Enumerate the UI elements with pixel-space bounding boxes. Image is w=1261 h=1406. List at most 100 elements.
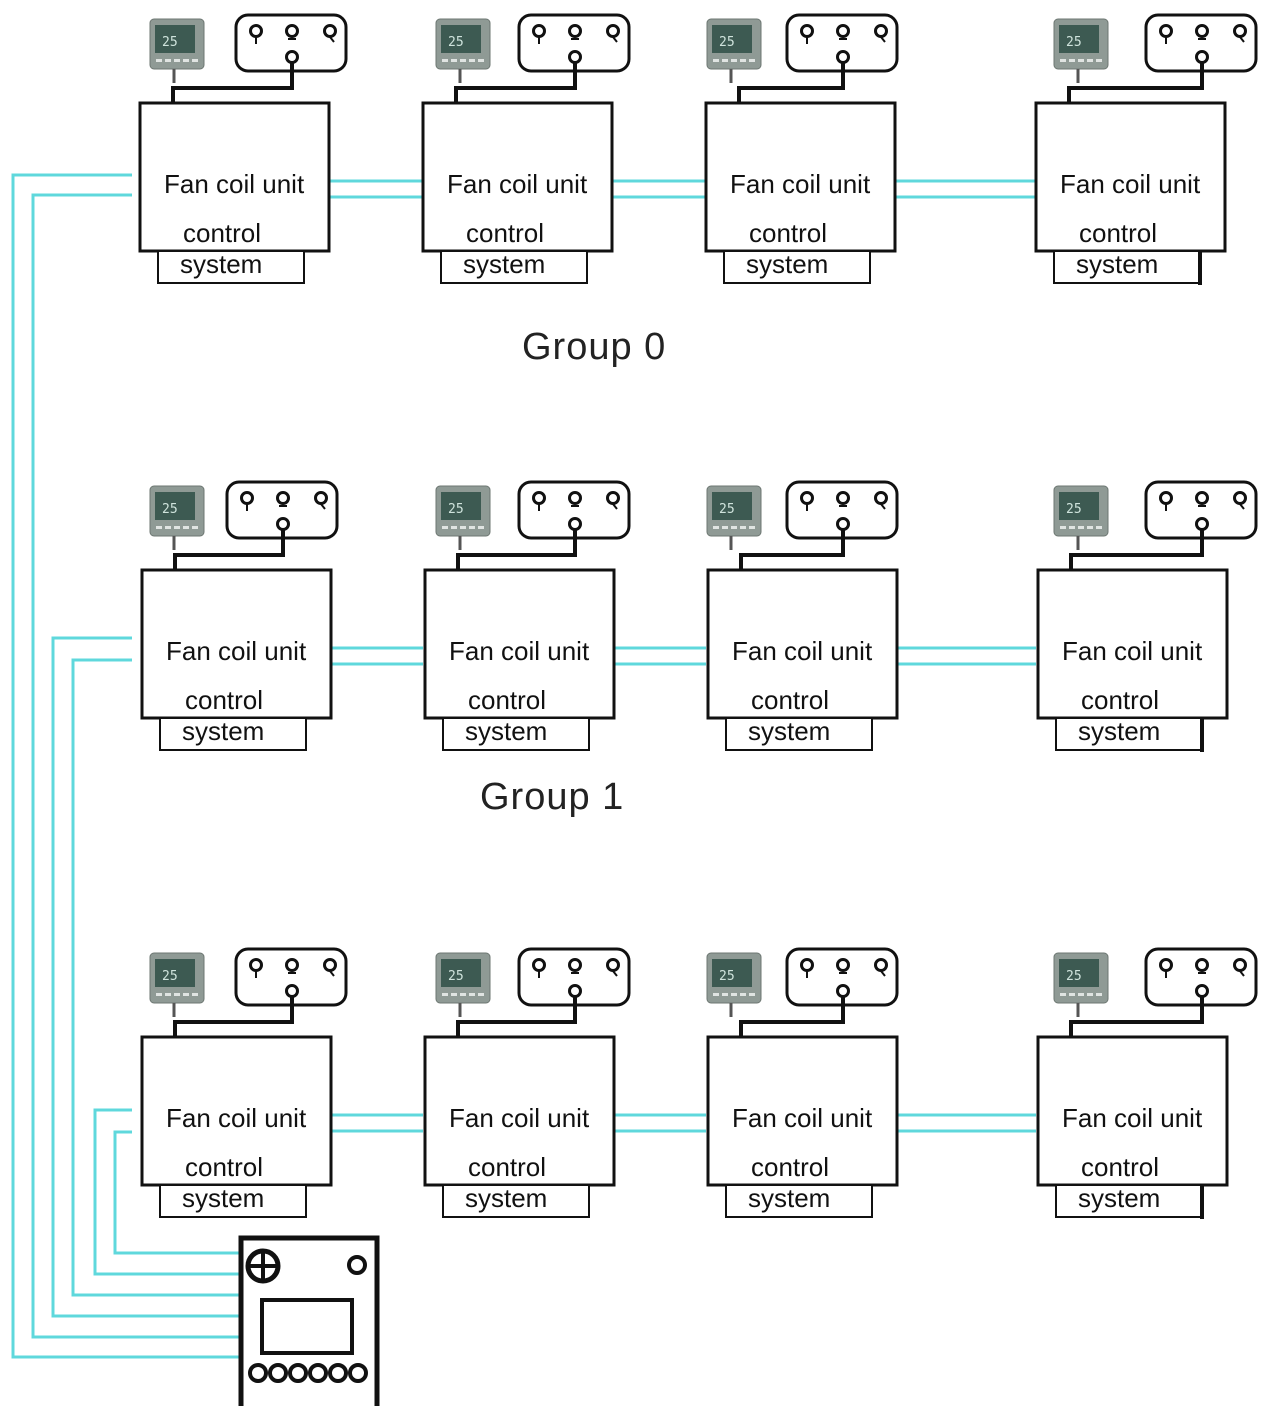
bus-wiring xyxy=(11,173,1036,1359)
unit-label-line3: system xyxy=(182,716,264,746)
thermostat-button xyxy=(1078,59,1084,62)
thermostat-button xyxy=(442,526,448,529)
valve-port xyxy=(606,491,620,505)
valve-stem xyxy=(612,970,618,977)
master-display xyxy=(260,1298,354,1355)
valve-port xyxy=(874,958,888,972)
home-run-wire xyxy=(113,1130,242,1255)
fan-coil-base xyxy=(440,250,588,284)
master-terminal xyxy=(308,1363,328,1383)
unit-label-line2: control xyxy=(468,685,546,715)
fan-coil-box xyxy=(1036,1035,1229,1187)
thermostat-reading: 25 xyxy=(162,35,178,50)
thermostat-reading: 25 xyxy=(1066,969,1082,984)
valve-port xyxy=(874,24,888,38)
fan-coil-box xyxy=(706,568,899,720)
thermostat-icon: 25 xyxy=(706,485,762,537)
device-wire xyxy=(456,997,577,1037)
valve-port xyxy=(240,491,254,505)
unit-label-line3: system xyxy=(463,249,545,279)
unit-label-line1: Fan coil unit xyxy=(1062,636,1203,666)
valve-port xyxy=(1233,491,1247,505)
valve-panel-icon xyxy=(785,947,899,1007)
valve-port xyxy=(836,958,850,972)
thermostat-button xyxy=(469,59,475,62)
thermostat-icon: 25 xyxy=(435,485,491,537)
thermostat-button xyxy=(442,993,448,996)
valve-port xyxy=(568,958,582,972)
unit-label-line1: Fan coil unit xyxy=(1062,1103,1203,1133)
thermostat-button xyxy=(165,59,171,62)
fan-coil-box xyxy=(1034,101,1227,253)
valve-port xyxy=(1195,984,1209,998)
valve-stem xyxy=(880,970,886,977)
thermostat-button xyxy=(469,993,475,996)
unit-label-line2: control xyxy=(468,1152,546,1182)
valve-port xyxy=(568,517,582,531)
fan-coil-box xyxy=(706,1035,899,1187)
valve-stem xyxy=(329,36,335,43)
thermostat-button xyxy=(722,993,728,996)
valve-port xyxy=(568,50,582,64)
thermostat-button xyxy=(451,59,457,62)
valve-panel-icon xyxy=(517,13,631,73)
thermostat-reading: 25 xyxy=(162,969,178,984)
home-run-wire xyxy=(31,193,242,1339)
thermostat-button xyxy=(731,59,737,62)
thermostat-button xyxy=(174,526,180,529)
thermostat-icon: 25 xyxy=(1053,952,1109,1004)
thermostat-reading: 25 xyxy=(162,502,178,517)
valve-port xyxy=(1233,24,1247,38)
thermostat-button xyxy=(192,59,198,62)
thermostat-button xyxy=(165,526,171,529)
thermostat-button xyxy=(1087,526,1093,529)
thermostat-screen xyxy=(712,25,752,53)
valve-port xyxy=(836,491,850,505)
valve-stem xyxy=(329,970,335,977)
valve-port xyxy=(1233,958,1247,972)
valve-port xyxy=(800,491,814,505)
thermostat-button xyxy=(740,526,746,529)
unit-label-line2: control xyxy=(749,218,827,248)
thermostat-button xyxy=(183,526,189,529)
unit-label-line2: control xyxy=(751,1152,829,1182)
thermostat-button xyxy=(460,526,466,529)
master-terminal xyxy=(328,1363,348,1383)
thermostat-button xyxy=(478,59,484,62)
unit-label-line1: Fan coil unit xyxy=(449,1103,590,1133)
thermostat-button xyxy=(740,59,746,62)
thermostat-button xyxy=(183,993,189,996)
unit-label-line3: system xyxy=(748,716,830,746)
unit-label-line3: system xyxy=(465,1183,547,1213)
unit-label-line2: control xyxy=(185,685,263,715)
valve-panel-icon xyxy=(785,480,899,540)
valve-panel-icon xyxy=(234,13,348,73)
valve-port xyxy=(1195,491,1209,505)
fan-coil-base xyxy=(725,1184,873,1218)
device-wire xyxy=(1069,997,1204,1037)
valve-port xyxy=(276,517,290,531)
device-wire xyxy=(173,530,285,570)
unit-label-line1: Fan coil unit xyxy=(732,1103,873,1133)
thermostat-button xyxy=(1096,59,1102,62)
fan-coil-base xyxy=(725,717,873,751)
valve-port xyxy=(323,24,337,38)
unit-label-line1: Fan coil unit xyxy=(166,1103,307,1133)
thermostat-button xyxy=(156,526,162,529)
valve-port xyxy=(836,984,850,998)
valve-port xyxy=(285,24,299,38)
valve-port xyxy=(1195,24,1209,38)
valve-stem xyxy=(1239,970,1245,977)
thermostat-button xyxy=(442,59,448,62)
thermostat-screen xyxy=(1059,25,1099,53)
valve-panel-icon xyxy=(1144,480,1258,540)
valve-port xyxy=(1195,50,1209,64)
valve-port xyxy=(1159,24,1173,38)
thermostat-button xyxy=(460,59,466,62)
